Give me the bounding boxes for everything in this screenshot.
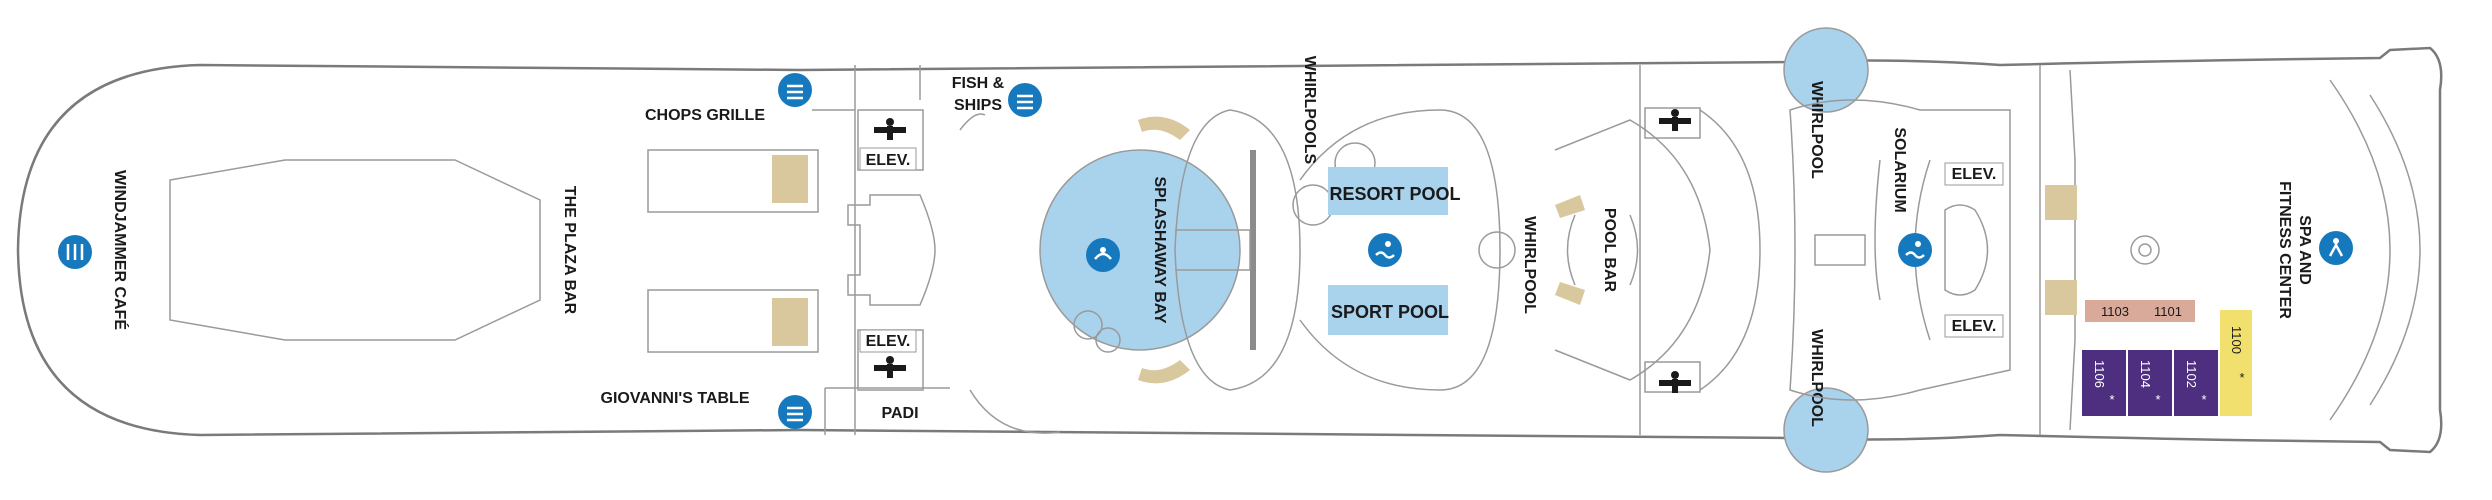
resort-pool-label: RESORT POOL xyxy=(1329,184,1460,204)
chops-grille-label: CHOPS GRILLE xyxy=(645,107,765,124)
splashaway-bay-label: SPLASHAWAY BAY xyxy=(1151,176,1168,323)
stairs xyxy=(772,155,808,203)
elevator-label: ELEV. xyxy=(1952,166,1997,183)
kids-splash-icon[interactable] xyxy=(1086,238,1120,272)
spa-fitness-icon[interactable] xyxy=(2319,231,2353,265)
resort-pool xyxy=(1328,167,1448,215)
solarium-outline xyxy=(1789,99,2011,401)
windjammer-label: WINDJAMMER CAFÉ xyxy=(111,170,130,330)
stairs xyxy=(772,298,808,346)
cabin-1103-1101[interactable] xyxy=(2085,300,2195,322)
cabin-1104[interactable] xyxy=(2128,350,2172,416)
whirlpool-top xyxy=(1783,27,1869,113)
stairwell-structure xyxy=(847,194,936,306)
pool-divider xyxy=(1250,150,1256,350)
whirlpool-tub xyxy=(1292,184,1334,226)
giovannis-seating xyxy=(647,289,819,353)
cabin-1100[interactable] xyxy=(2220,310,2252,416)
splashaway-deck xyxy=(1174,109,1301,391)
pool-swimmer-icon[interactable] xyxy=(1368,233,1402,267)
whirlpool-label: WHIRLPOOL xyxy=(1521,216,1538,314)
cabin-1106-label: 1106 xyxy=(2092,360,2107,388)
windjammer-seating-area xyxy=(169,159,541,341)
pool-swimmer-icon[interactable] xyxy=(1898,233,1932,267)
chops-seating xyxy=(647,149,819,213)
accessible-mark: * xyxy=(2109,392,2114,407)
accessible-mark: * xyxy=(2155,392,2160,407)
cabin-1102-label: 1102 xyxy=(2184,360,2199,388)
padi-label: PADI xyxy=(881,405,918,422)
stairs xyxy=(1138,116,1190,140)
restroom-icon[interactable] xyxy=(874,118,906,140)
elevator-label: ELEV. xyxy=(1952,318,1997,335)
dining-icon[interactable] xyxy=(1008,83,1042,117)
elevator-label: ELEV. xyxy=(866,333,911,350)
fish-ships-label: FISH & xyxy=(952,75,1005,92)
bow-inner-curve-2 xyxy=(2329,79,2391,421)
stairs xyxy=(1555,282,1585,305)
restroom-icon[interactable] xyxy=(1659,371,1691,393)
cabin-1104-label: 1104 xyxy=(2138,360,2153,388)
splashaway-pool xyxy=(1039,149,1241,351)
accessible-mark: * xyxy=(2201,392,2206,407)
pool-deck-outline xyxy=(1299,109,1501,391)
giovannis-table-label: GIOVANNI'S TABLE xyxy=(601,390,750,407)
elevator-label: ELEV. xyxy=(866,152,911,169)
solarium-label: SOLARIUM xyxy=(1891,127,1908,212)
spa-label: FITNESS CENTER xyxy=(2276,181,2293,319)
accessible-mark: * xyxy=(2239,370,2244,385)
cabin-1106[interactable] xyxy=(2082,350,2126,416)
pool-bar-outline xyxy=(1554,119,1711,381)
cabin-1100-label: 1100 xyxy=(2229,326,2244,354)
whirlpool-bottom xyxy=(1783,387,1869,473)
stairs xyxy=(1138,360,1190,384)
stairs xyxy=(2045,280,2077,315)
whirlpool-label: WHIRLPOOL xyxy=(1808,329,1825,427)
dining-icon[interactable] xyxy=(778,73,812,107)
stairs xyxy=(2045,185,2077,220)
cabin-1103-label: 1103 xyxy=(2101,304,2129,319)
sport-pool-label: SPORT POOL xyxy=(1331,302,1449,322)
dining-icon[interactable] xyxy=(778,395,812,429)
cabin-1101-label: 1101 xyxy=(2154,304,2182,319)
restroom-icon[interactable] xyxy=(874,356,906,378)
sport-pool xyxy=(1328,285,1448,335)
whirlpool-label: WHIRLPOOL xyxy=(1808,81,1825,179)
plaza-bar-label: THE PLAZA BAR xyxy=(561,186,578,315)
stairs xyxy=(1555,195,1585,218)
restroom-icon[interactable] xyxy=(1659,109,1691,131)
pool-bar-label: POOL BAR xyxy=(1601,208,1618,293)
cabin-1102[interactable] xyxy=(2174,350,2218,416)
spa-label: SPA AND xyxy=(2296,215,2313,285)
whirlpools-label: WHIRLPOOLS xyxy=(1301,56,1318,165)
bow-inner-curve xyxy=(2369,94,2421,406)
fish-ships-label: SHIPS xyxy=(954,97,1002,114)
dining-icon[interactable] xyxy=(58,235,92,269)
hull-outline xyxy=(16,46,2443,454)
whirlpool-tub xyxy=(1478,231,1516,269)
